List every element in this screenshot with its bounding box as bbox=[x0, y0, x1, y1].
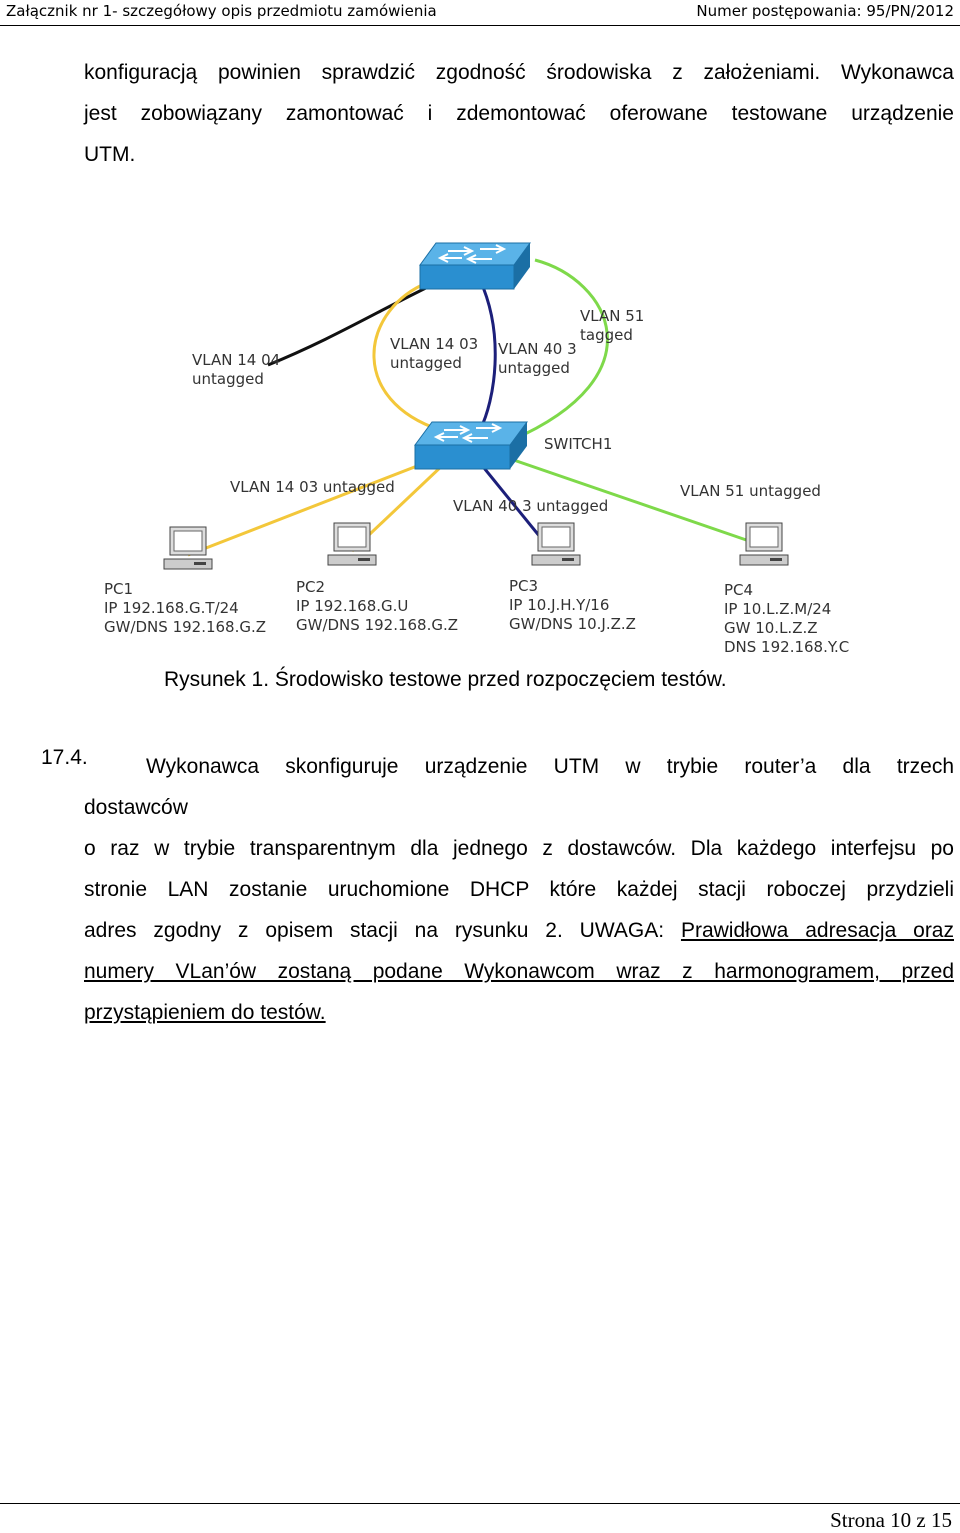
section-paragraph: dostawców o raz w trybie transparentnym … bbox=[84, 787, 954, 1033]
link-pc1 bbox=[187, 459, 431, 557]
pc1-name: PC1 bbox=[104, 580, 133, 598]
link-vlan403-trunk bbox=[478, 279, 497, 431]
page-number: Strona 10 z 15 bbox=[830, 1508, 952, 1532]
pc4-name: PC4 bbox=[724, 581, 753, 599]
pc4-gw: GW 10.L.Z.Z bbox=[724, 619, 818, 637]
pc4-ip: IP 10.L.Z.M/24 bbox=[724, 600, 831, 618]
link-vlan1403-trunk bbox=[372, 283, 441, 432]
section-warning-underlined: Prawidłowa adresacja oraz bbox=[680, 919, 954, 942]
label-vlan1403-top: VLAN 14 03 bbox=[390, 335, 478, 353]
switch-bottom-icon bbox=[414, 421, 528, 470]
section-warning-line: numery VLan’ów zostaną podane Wykonawcom… bbox=[84, 960, 954, 983]
link-pc3 bbox=[478, 462, 547, 544]
header-title: Załącznik nr 1- szczegółowy opis przedmi… bbox=[6, 2, 437, 20]
label-vlan51-bottom: VLAN 51 untagged bbox=[680, 482, 821, 500]
intro-paragraph: konfiguracją powinien sprawdzić zgodność… bbox=[84, 52, 954, 175]
label-vlan403-top-mode: untagged bbox=[498, 359, 570, 377]
section-line-text: adres zgodny z opisem stacji na rysunku … bbox=[84, 919, 681, 942]
label-vlan1403-bottom: VLAN 14 03 untagged bbox=[230, 478, 395, 496]
page-header: Załącznik nr 1- szczegółowy opis przedmi… bbox=[0, 0, 960, 26]
link-switch-to-utm-vlan1404 bbox=[267, 283, 433, 367]
pc1-ip: IP 192.168.G.T/24 bbox=[104, 599, 239, 617]
pc2-icon bbox=[327, 522, 377, 566]
pc1-icon bbox=[163, 526, 213, 570]
section-warning-line: przystąpieniem do testów. bbox=[84, 1001, 326, 1024]
section-first-line: Wykonawca skonfiguruje urządzenie UTM w … bbox=[146, 746, 954, 787]
intro-line: UTM. bbox=[84, 143, 136, 166]
intro-line: konfiguracją powinien sprawdzić zgodność… bbox=[84, 61, 954, 84]
figure-caption: Rysunek 1. Środowisko testowe przed rozp… bbox=[164, 668, 727, 691]
link-pc4 bbox=[504, 455, 756, 545]
pc2-gw: GW/DNS 192.168.G.Z bbox=[296, 616, 458, 634]
pc4-icon bbox=[739, 522, 789, 566]
label-vlan51-top: VLAN 51 bbox=[580, 307, 644, 325]
pc3-icon bbox=[531, 522, 581, 566]
footer-divider bbox=[0, 1503, 960, 1504]
label-vlan1403-top-mode: untagged bbox=[390, 354, 462, 372]
section-line: Wykonawca skonfiguruje urządzenie UTM w … bbox=[146, 755, 954, 778]
intro-line: jest zobowiązany zamontować i zdemontowa… bbox=[84, 102, 954, 125]
header-divider bbox=[0, 25, 960, 26]
label-vlan403-top: VLAN 40 3 bbox=[498, 340, 577, 358]
network-diagram: VLAN 14 04 untagged VLAN 14 03 untagged … bbox=[0, 225, 960, 665]
pc3-ip: IP 10.J.H.Y/16 bbox=[509, 596, 609, 614]
header-case-number: Numer postępowania: 95/PN/2012 bbox=[696, 2, 954, 20]
section-line: dostawców bbox=[84, 796, 188, 819]
network-diagram-svg: VLAN 14 04 untagged VLAN 14 03 untagged … bbox=[104, 242, 849, 656]
section-number: 17.4. bbox=[41, 746, 88, 769]
pc2-ip: IP 192.168.G.U bbox=[296, 597, 408, 615]
switch-top-icon bbox=[419, 242, 531, 290]
pc3-name: PC3 bbox=[509, 577, 538, 595]
section-line: o raz w trybie transparentnym dla jedneg… bbox=[84, 837, 954, 860]
label-vlan51-top-mode: tagged bbox=[580, 326, 633, 344]
label-vlan403-bottom: VLAN 40 3 untagged bbox=[453, 497, 608, 515]
label-switch1: SWITCH1 bbox=[544, 435, 612, 453]
pc4-dns: DNS 192.168.Y.C bbox=[724, 638, 849, 656]
section-line: adres zgodny z opisem stacji na rysunku … bbox=[84, 910, 954, 951]
pc1-gw: GW/DNS 192.168.G.Z bbox=[104, 618, 266, 636]
label-vlan1404-mode: untagged bbox=[192, 370, 264, 388]
pc3-gw: GW/DNS 10.J.Z.Z bbox=[509, 615, 636, 633]
link-vlan51-trunk bbox=[511, 258, 609, 442]
label-vlan1404: VLAN 14 04 bbox=[192, 351, 280, 369]
section-line: stronie LAN zostanie uruchomione DHCP kt… bbox=[84, 878, 954, 901]
pc2-name: PC2 bbox=[296, 578, 325, 596]
